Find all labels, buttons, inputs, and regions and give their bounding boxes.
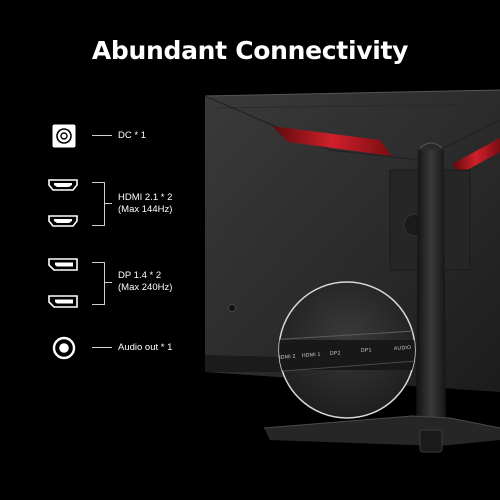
dc-power-icon (52, 124, 76, 148)
displayport-icon-2 (48, 295, 78, 308)
hdmi-port-icon (48, 179, 78, 191)
monitor-port-label-hdmi2: HDMI 2 (277, 354, 296, 361)
displayport-icon (48, 258, 78, 271)
audio-label: Audio out * 1 (118, 342, 173, 353)
audio-connector-line (92, 347, 112, 348)
hdmi-bracket (92, 182, 105, 226)
monitor-port-label-dp1: DP1 (361, 347, 372, 354)
dp-label-line1: DP 1.4 * 2 (118, 270, 162, 281)
hdmi-port-icon-2 (48, 215, 78, 227)
dc-label: DC * 1 (118, 130, 146, 141)
monitor-port-label-dp2: DP2 (330, 350, 341, 357)
dp-connector-line (104, 282, 112, 283)
hdmi-connector-line (104, 203, 112, 204)
audio-jack-icon (52, 336, 76, 360)
page-title: Abundant Connectivity (91, 36, 409, 65)
monitor-stand-neck (416, 150, 446, 440)
red-accent-stripe-right (452, 138, 500, 174)
monitor-port-label-audio: AUDIO (394, 345, 412, 352)
dp-label-line2: (Max 240Hz) (118, 282, 173, 293)
hdmi-label-line2: (Max 144Hz) (118, 204, 173, 215)
hdmi-label-line1: HDMI 2.1 * 2 (118, 192, 173, 203)
monitor-port-label-hdmi1: HDMI 1 (302, 352, 321, 359)
dp-bracket (92, 262, 105, 305)
dc-connector-line (92, 135, 112, 136)
red-accent-stripe (272, 126, 392, 156)
